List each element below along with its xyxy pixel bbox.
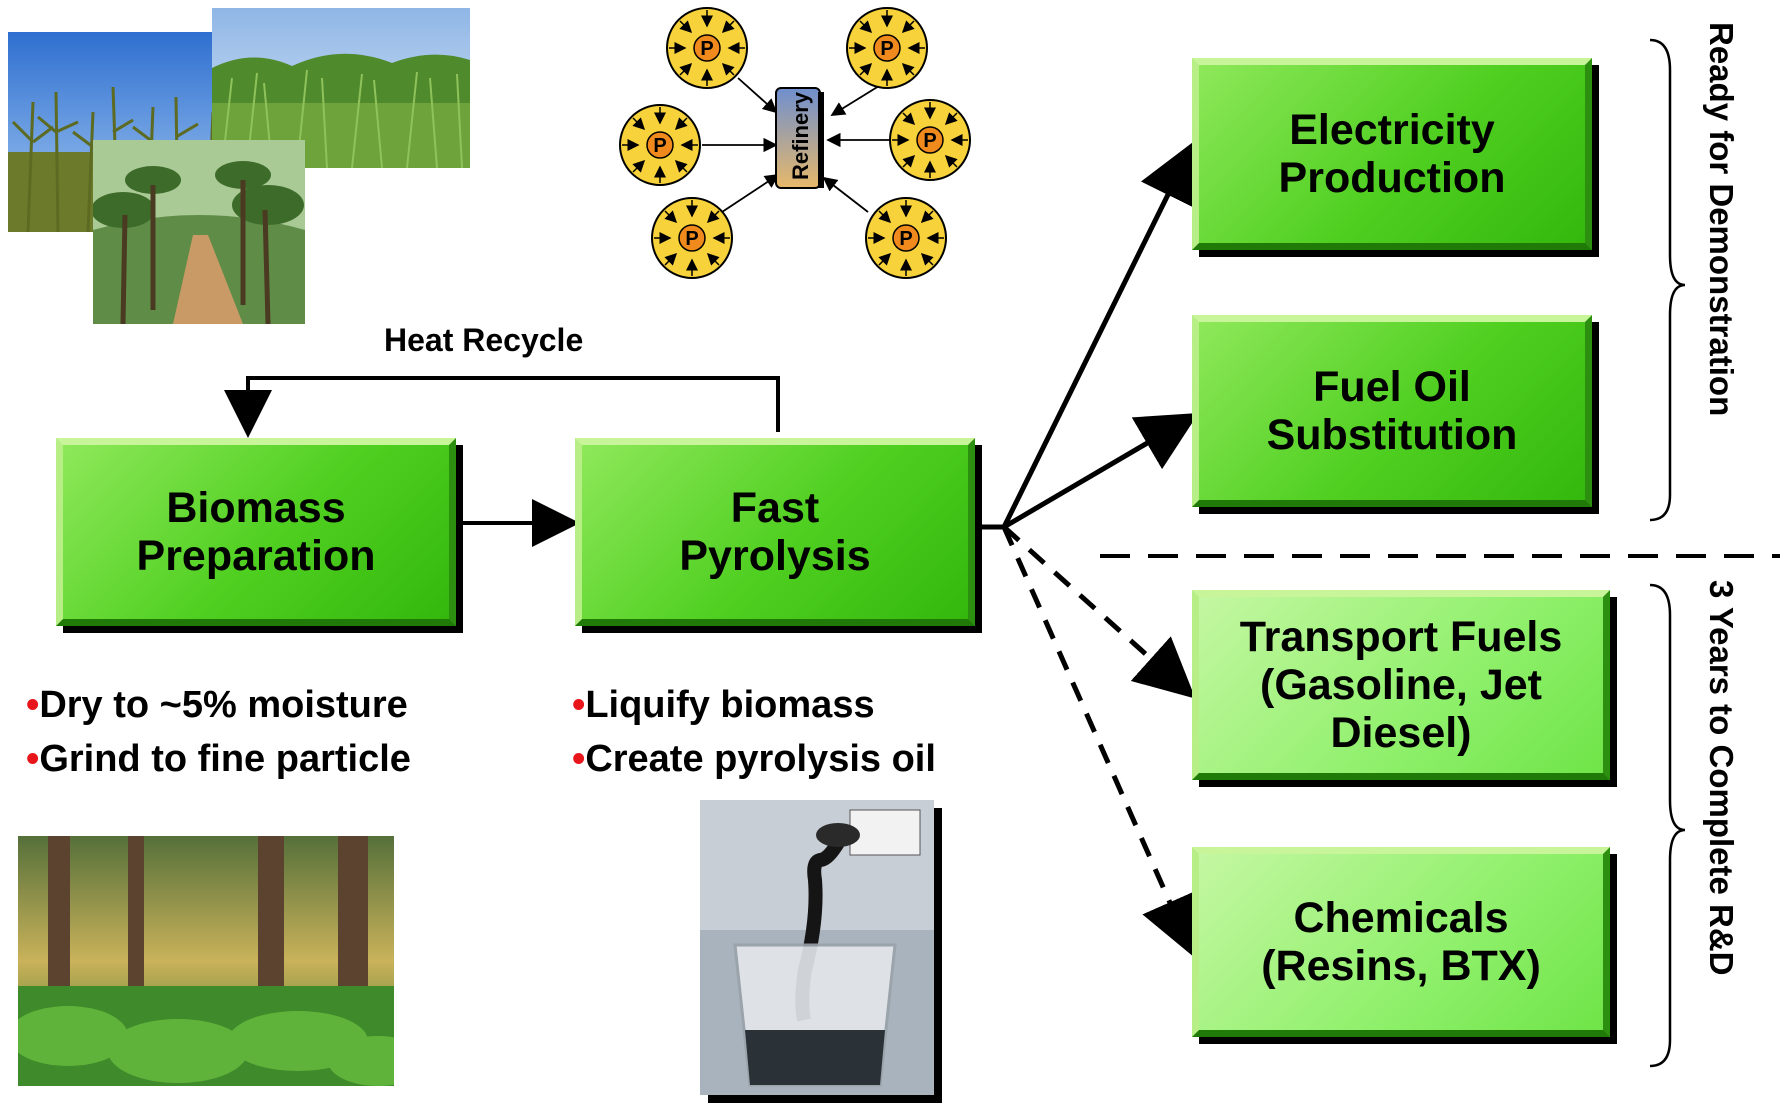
to-electricity-arrow [1001,141,1195,529]
biomass-preparation-label: Biomass Preparation [136,483,376,580]
ready-brace [1649,38,1686,522]
rd-brace [1649,583,1686,1068]
plant-marker: P [700,38,713,60]
plant-marker: P [685,228,698,250]
electricity-production-box: Electricity Production [1192,58,1592,250]
ready-for-demonstration-label: Ready for Demonstration [1703,22,1740,417]
fuel-oil-substitution-box: Fuel Oil Substitution [1192,315,1592,507]
plant-marker: P [923,130,936,152]
fast-pyrolysis-box: Fast Pyrolysis [575,438,975,626]
refinery-label: Refinery [788,91,813,180]
pyrolysis-bullets: •Liquify biomass •Create pyrolysis oil [572,678,936,786]
plant-marker: P [899,228,912,250]
refinery-network: Refinery P P P P P P [610,0,980,290]
to-chemicals-arrow [1001,525,1198,958]
electricity-production-label: Electricity Production [1278,105,1506,202]
fuel-oil-substitution-label: Fuel Oil Substitution [1266,362,1518,459]
transport-fuels-box: Transport Fuels (Gasoline, Jet Diesel) [1192,590,1610,780]
plant-marker: P [880,38,893,60]
forest-photo [18,836,394,1086]
to-fuel-oil-arrow [1002,412,1199,530]
list-item: •Dry to ~5% moisture [26,684,408,726]
list-item: •Liquify biomass [572,684,875,726]
heat-recycle-arrow [224,376,780,438]
to-transport-fuels-arrow [1002,525,1196,699]
sugarcane-field-photo [212,8,470,168]
palm-plantation-photo [93,140,305,324]
transport-fuels-label: Transport Fuels (Gasoline, Jet Diesel) [1239,612,1563,758]
biomass-preparation-box: Biomass Preparation [56,438,456,626]
heat-recycle-label: Heat Recycle [384,322,584,358]
plant-marker: P [653,135,666,157]
chemicals-label: Chemicals (Resins, BTX) [1261,893,1541,990]
biomass-bullets: •Dry to ~5% moisture •Grind to fine part… [26,678,411,786]
rd-timeline-label: 3 Years to Complete R&D [1703,580,1740,976]
pyrolysis-oil-photo [700,800,934,1095]
fast-pyrolysis-label: Fast Pyrolysis [679,483,871,580]
chemicals-box: Chemicals (Resins, BTX) [1192,847,1610,1037]
list-item: •Grind to fine particle [26,738,411,780]
list-item: •Create pyrolysis oil [572,738,936,780]
